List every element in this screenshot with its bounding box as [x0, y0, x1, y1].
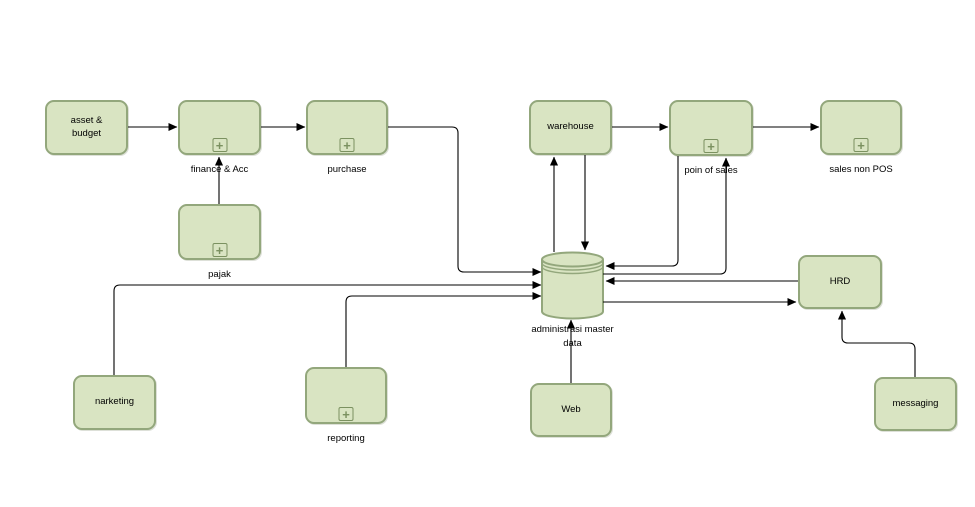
node-label: narketing	[94, 396, 135, 408]
node-label: finance & Acc	[190, 164, 249, 175]
node-finance-acc[interactable]: +	[178, 100, 261, 155]
edge-messaging-to-hrd	[837, 310, 916, 377]
node-web[interactable]: Web	[530, 383, 612, 437]
node-narketing[interactable]: narketing	[73, 375, 156, 430]
node-poin-of-sales[interactable]: +	[669, 100, 753, 156]
subprocess-plus-icon[interactable]: +	[853, 138, 869, 152]
subprocess-plus-icon[interactable]: +	[703, 139, 719, 153]
edge-purchase-to-administrasi-master-data	[388, 126, 542, 277]
node-label: reporting	[327, 433, 365, 444]
node-label: purchase	[327, 164, 367, 175]
node-label: pajak	[208, 269, 231, 280]
node-label: sales non POS	[829, 164, 893, 175]
node-purchase[interactable]: +	[306, 100, 388, 155]
edge-poin-of-sales-to-administrasi-master-data	[605, 156, 679, 271]
node-warehouse[interactable]: warehouse	[529, 100, 612, 155]
edge-reporting-to-administrasi-master-data	[345, 291, 542, 367]
node-sales-non-pos[interactable]: +	[820, 100, 902, 155]
edge-narketing-to-administrasi-master-data	[113, 280, 542, 375]
node-hrd[interactable]: HRD	[798, 255, 882, 309]
subprocess-plus-icon[interactable]: +	[338, 407, 354, 421]
node-label: warehouse	[547, 121, 594, 133]
node-administrasi-master-data[interactable]	[541, 251, 604, 320]
node-pajak[interactable]: +	[178, 204, 261, 260]
datastore-label: administrasi master data	[531, 324, 614, 349]
node-messaging[interactable]: messaging	[874, 377, 957, 431]
subprocess-plus-icon[interactable]: +	[212, 243, 227, 257]
node-label: HRD	[829, 275, 851, 287]
node-label: Web	[561, 403, 581, 415]
node-asset-budget[interactable]: asset & budget	[45, 100, 128, 155]
subprocess-plus-icon[interactable]: +	[339, 138, 355, 152]
node-label: asset & budget	[70, 115, 103, 139]
subprocess-plus-icon[interactable]: +	[212, 138, 227, 152]
node-reporting[interactable]: +	[305, 367, 387, 424]
node-label: messaging	[892, 397, 939, 409]
node-label: poin of sales	[684, 165, 738, 176]
